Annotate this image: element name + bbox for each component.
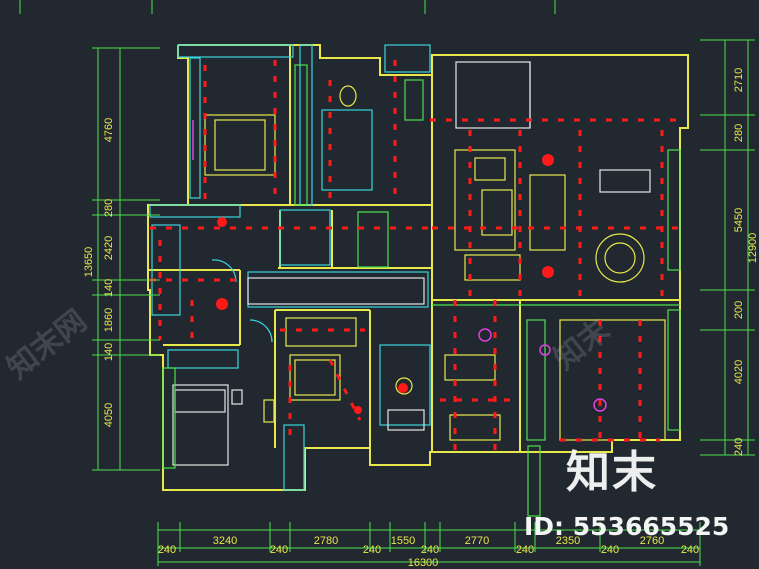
dim-bottom-upper-5: 2350 [556, 535, 580, 547]
dim-bottom-upper-4: 2770 [465, 535, 489, 547]
dim-bottom-lower-3: 240 [363, 544, 381, 556]
dimension-lines [19, 0, 755, 566]
dim-left-5: 1860 [103, 308, 115, 332]
dim-bottom-lower-5: 240 [516, 544, 534, 556]
dim-left-7: 4050 [103, 403, 115, 427]
dim-right-5: 4020 [733, 360, 745, 384]
dim-bottom-upper-6: 2760 [640, 535, 664, 547]
plan-outer-walls [147, 44, 689, 491]
dim-left-6: 140 [103, 343, 115, 361]
plan-cyan-lines [149, 44, 431, 491]
dim-bottom-lower-4: 240 [421, 544, 439, 556]
dim-right-3: 5450 [733, 208, 745, 232]
plan-green-elements [162, 64, 681, 517]
dim-left-4: 140 [103, 279, 115, 297]
watermark-brand: 知末 [566, 447, 658, 498]
dim-bottom-lower-1: 240 [158, 544, 176, 556]
dimension-labels-bottom: 3240 2780 1550 2770 2350 2760 240 240 24… [158, 535, 699, 569]
dim-left-2: 280 [103, 199, 115, 217]
dim-right-2: 280 [733, 124, 745, 142]
dim-left-1: 4760 [103, 118, 115, 142]
dimension-labels-right: 2710 280 5450 200 4020 240 12900 [733, 68, 759, 456]
dim-right-6: 240 [733, 438, 745, 456]
dim-right-total: 12900 [747, 233, 759, 264]
dim-bottom-lower-7: 240 [681, 544, 699, 556]
plan-white-furniture [172, 61, 651, 466]
dim-bottom-upper-2: 2780 [314, 535, 338, 547]
plan-magenta-elements [192, 120, 607, 412]
dim-right-4: 200 [733, 301, 745, 319]
plan-red-lighting-dashes [150, 60, 680, 450]
dim-bottom-upper-1: 3240 [213, 535, 237, 547]
dim-bottom-total: 16300 [408, 557, 439, 569]
watermark-id: ID: 553665525 [524, 512, 730, 541]
dim-left-total: 13650 [83, 247, 95, 278]
plan-red-markers [216, 154, 554, 414]
dim-bottom-lower-6: 240 [601, 544, 619, 556]
dimension-labels-left: 4760 280 2420 140 1860 140 4050 13650 [83, 118, 115, 427]
dim-left-3: 2420 [103, 236, 115, 260]
dim-bottom-upper-3: 1550 [391, 535, 415, 547]
dim-right-1: 2710 [733, 68, 745, 92]
dim-bottom-lower-2: 240 [270, 544, 288, 556]
